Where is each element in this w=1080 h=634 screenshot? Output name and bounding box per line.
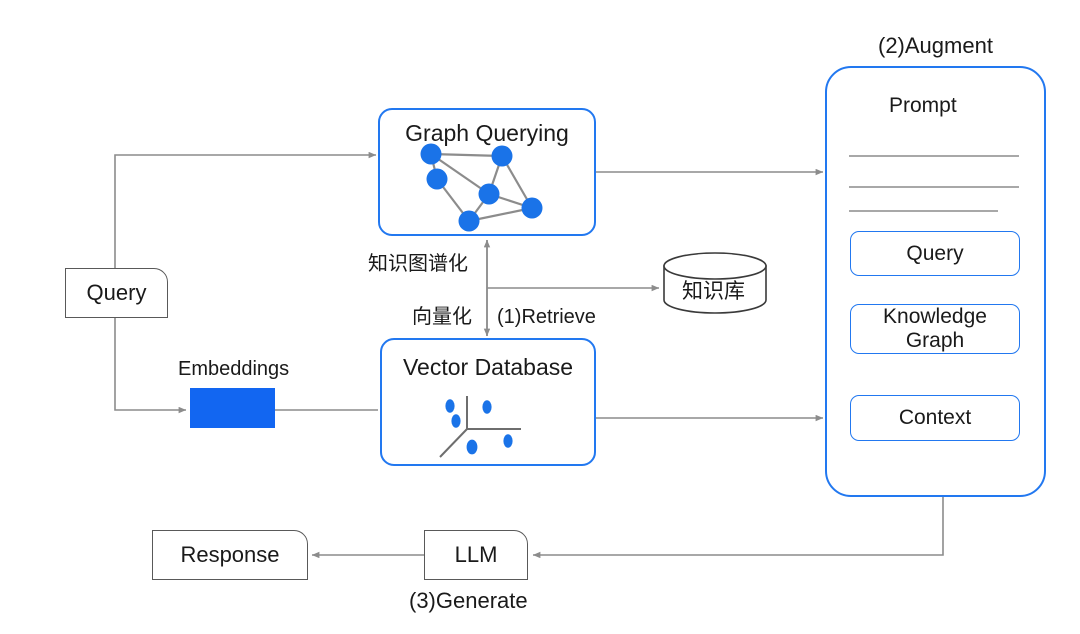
- wire-prompt-to-llm: [532, 492, 944, 559]
- vectorize-label: 向量化: [412, 304, 472, 328]
- query-box-label: Query: [86, 280, 147, 305]
- embeddings-bar: [190, 388, 275, 428]
- knowledge-graphify-label: 知识图谱化: [368, 251, 468, 275]
- retrieve-stage-label: (1)Retrieve: [497, 306, 596, 328]
- wire-query-to-embeddings: [114, 318, 187, 414]
- prompt-block-knowledge-graph[interactable]: Knowledge Graph: [850, 304, 1020, 354]
- query-box[interactable]: Query: [65, 268, 168, 318]
- llm-box[interactable]: LLM: [424, 530, 528, 580]
- embeddings-label: Embeddings: [178, 358, 290, 380]
- augment-stage-label: (2)Augment: [878, 33, 993, 58]
- prompt-block-query[interactable]: Query: [850, 231, 1020, 276]
- prompt-block-context[interactable]: Context: [850, 395, 1020, 441]
- llm-box-label: LLM: [454, 542, 498, 567]
- response-box[interactable]: Response: [152, 530, 308, 580]
- vector-database-title: Vector Database: [402, 354, 574, 380]
- prompt-heading: Prompt: [889, 94, 957, 117]
- wire-query-to-graph: [114, 151, 377, 268]
- prompt-block-context-label: Context: [898, 406, 972, 430]
- vector-database-box[interactable]: Vector Database: [380, 338, 596, 466]
- graph-querying-title: Graph Querying: [405, 120, 569, 146]
- prompt-block-knowledge-graph-line2: Graph: [905, 329, 965, 352]
- prompt-block-knowledge-graph-line1: Knowledge: [883, 305, 987, 329]
- generate-stage-label: (3)Generate: [409, 588, 528, 613]
- graph-querying-box[interactable]: Graph Querying: [378, 108, 596, 236]
- prompt-block-query-label: Query: [906, 241, 964, 265]
- knowledge-base-label: 知识库: [682, 279, 745, 303]
- response-box-label: Response: [180, 542, 280, 567]
